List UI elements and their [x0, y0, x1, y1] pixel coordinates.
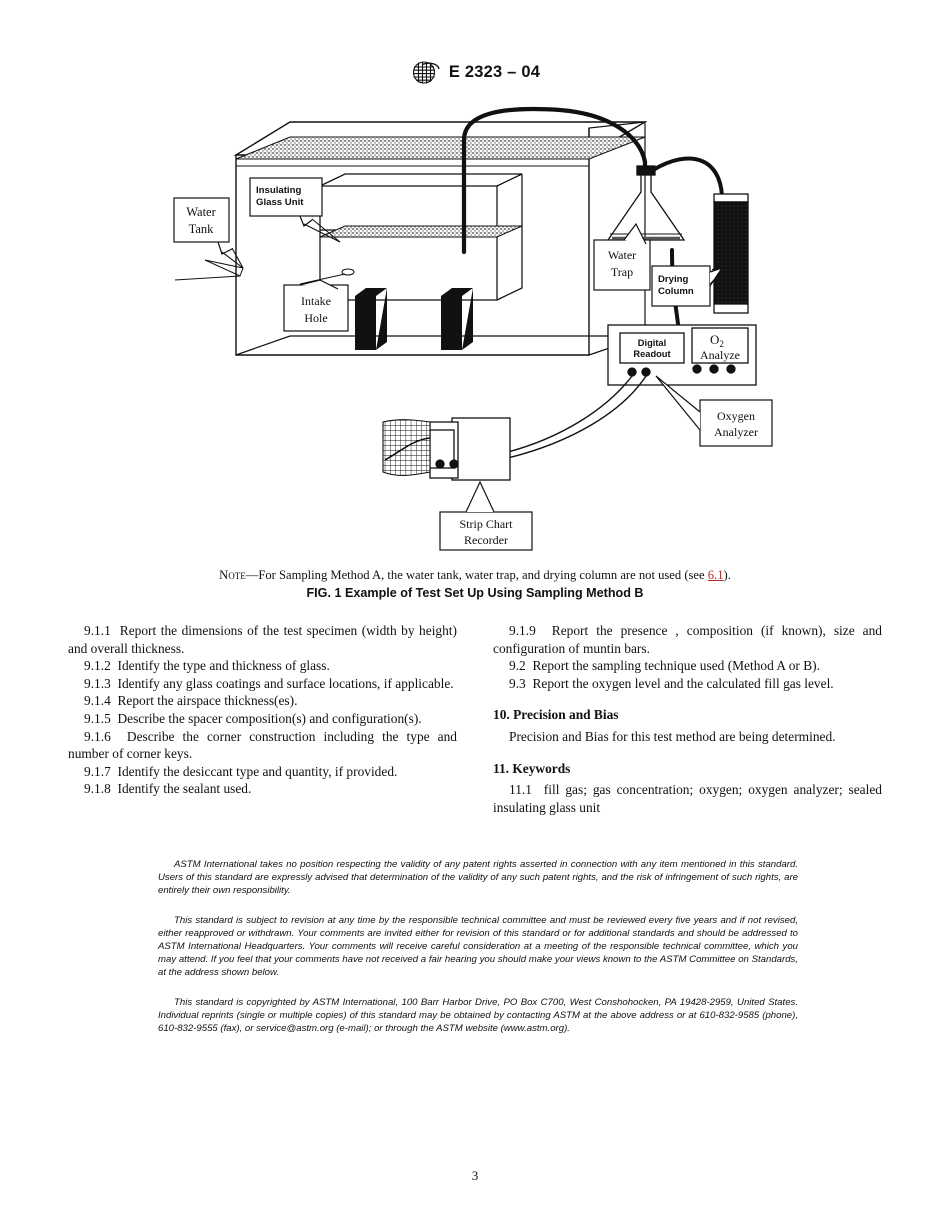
section-heading-10: 10. Precision and Bias — [493, 707, 619, 723]
page-number: 3 — [471, 1168, 479, 1183]
clause-9-1-3: 9.1.3 Identify any glass coatings and su… — [68, 675, 457, 693]
label-water-tank-line2: Tank — [189, 222, 215, 236]
callout-insulating-glass-unit — [249, 177, 341, 243]
label-water-trap-line2: Trap — [611, 265, 633, 279]
clause-number: 9.1.2 — [84, 658, 111, 674]
trap-to-column-tube — [651, 156, 724, 198]
label-o2-analyze-line2: Analyze — [700, 348, 740, 362]
clause-9-1-8: 9.1.8 Identify the sealant used. — [68, 780, 457, 798]
clause-number: 9.1.3 — [84, 675, 111, 691]
label-digital-readout-line2: Readout — [633, 349, 670, 359]
label-drying-column-line2: Column — [658, 286, 694, 297]
clause-text: Describe the corner construction includi… — [68, 728, 457, 762]
clause-number: 9.1.4 — [84, 693, 111, 709]
clause-text: Describe the spacer composition(s) and c… — [117, 710, 422, 726]
clause-number: 9.1.1 — [84, 623, 111, 638]
label-insulating-glass-unit-line1: Insulating — [256, 185, 301, 196]
section-10-text: Precision and Bias for this test method … — [509, 728, 836, 744]
page-running-head: E 2323 – 04 — [0, 60, 950, 85]
callout-oxygen-analyzer — [655, 375, 773, 447]
callout-intake-hole — [283, 268, 355, 332]
label-strip-chart-recorder-line2: Recorder — [464, 533, 508, 547]
label-digital-readout-line1: Digital — [638, 338, 666, 348]
note-text-after: ). — [723, 568, 731, 582]
drying-column-drawing — [713, 193, 749, 314]
callout-water-trap — [593, 222, 651, 291]
section-heading-11: 11. Keywords — [493, 760, 571, 776]
note-label: Note — [219, 568, 246, 582]
clause-number: 9.3 — [509, 675, 526, 691]
clause-number: 9.2 — [509, 658, 526, 674]
analyzer-to-recorder-leads — [507, 375, 647, 459]
clause-number: 9.1.8 — [84, 781, 111, 797]
clause-text: Report the presence , composition (if kn… — [493, 623, 882, 656]
clause-text: Report the dimensions of the test specim… — [68, 623, 457, 656]
clause-9-1-4: 9.1.4 Report the airspace thickness(es). — [68, 692, 457, 710]
callout-drying-column — [651, 254, 737, 307]
clause-text: Identify any glass coatings and surface … — [117, 675, 454, 691]
note-section-link[interactable]: 6.1 — [707, 568, 724, 582]
clause-9-3: 9.3 Report the oxygen level and the calc… — [493, 675, 882, 693]
figure-caption: FIG. 1 Example of Test Set Up Using Samp… — [306, 586, 644, 600]
clause-9-1-7: 9.1.7 Identify the desiccant type and qu… — [68, 763, 457, 781]
clause-text: fill gas; gas concentration; oxygen; oxy… — [493, 782, 882, 815]
label-intake-hole-line1: Intake — [301, 294, 331, 308]
water-trap-drawing — [606, 165, 686, 241]
clause-number: 9.1.6 — [84, 728, 111, 744]
clause-number: 9.1.5 — [84, 710, 111, 726]
right-column: 9.1.9 Report the presence , composition … — [493, 622, 882, 816]
label-water-trap-line1: Water — [608, 248, 636, 262]
support-blocks-drawing — [355, 288, 473, 350]
label-oxygen-analyzer-line2: Analyzer — [714, 425, 758, 439]
callout-water-tank — [173, 197, 244, 269]
figure-note: Note—For Sampling Method A, the water ta… — [0, 568, 950, 583]
legal-paragraph-patent: ASTM International takes no position res… — [158, 859, 798, 897]
note-text-before: —For Sampling Method A, the water tank, … — [245, 568, 708, 582]
label-intake-hole-line2: Hole — [304, 311, 327, 325]
legal-footer: ASTM International takes no position res… — [158, 858, 798, 1035]
clause-text: Report the oxygen level and the calculat… — [532, 675, 834, 691]
clause-number: 9.1.7 — [84, 763, 111, 779]
clause-9-1-9: 9.1.9 Report the presence , composition … — [493, 622, 882, 657]
clause-number: 11.1 — [509, 782, 532, 798]
callout-strip-chart-recorder — [439, 480, 533, 551]
figure-1-test-setup: Water Tank Insulating Glass Unit Intake … — [0, 100, 950, 570]
legal-paragraph-copyright: This standard is copyrighted by ASTM Int… — [158, 996, 798, 1035]
clause-number: 9.1.9 — [509, 623, 536, 638]
oxygen-analyzer-drawing — [607, 324, 757, 386]
strip-chart-recorder-drawing — [382, 417, 511, 481]
legal-paragraph-revision: This standard is subject to revision at … — [158, 914, 798, 979]
body-two-column-layout: 9.1.1 Report the dimensions of the test … — [68, 622, 882, 816]
astm-logo-icon — [410, 60, 440, 85]
left-column: 9.1.1 Report the dimensions of the test … — [68, 622, 457, 816]
clause-9-2: 9.2 Report the sampling technique used (… — [493, 657, 882, 675]
clause-text: Identify the type and thickness of glass… — [117, 658, 330, 674]
label-insulating-glass-unit-line2: Glass Unit — [256, 197, 304, 208]
clause-text: Identify the desiccant type and quantity… — [117, 763, 398, 779]
clause-9-1-1: 9.1.1 Report the dimensions of the test … — [68, 622, 457, 657]
clause-text: Report the airspace thickness(es). — [117, 693, 298, 709]
label-oxygen-analyzer-line1: Oxygen — [717, 409, 755, 423]
clause-9-1-5: 9.1.5 Describe the spacer composition(s)… — [68, 710, 457, 728]
clause-text: Identify the sealant used. — [117, 781, 252, 797]
label-drying-column-line1: Drying — [658, 274, 689, 285]
clause-9-1-2: 9.1.2 Identify the type and thickness of… — [68, 657, 457, 675]
insulating-glass-unit-drawing — [319, 173, 523, 301]
standard-designation: E 2323 – 04 — [448, 63, 541, 81]
clause-11-1: 11.1 fill gas; gas concentration; oxygen… — [493, 781, 882, 816]
label-strip-chart-recorder-line1: Strip Chart — [460, 517, 514, 531]
label-water-tank-line1: Water — [186, 205, 216, 219]
clause-text: Report the sampling technique used (Meth… — [532, 658, 820, 674]
clause-9-1-6: 9.1.6 Describe the corner construction i… — [68, 728, 457, 763]
